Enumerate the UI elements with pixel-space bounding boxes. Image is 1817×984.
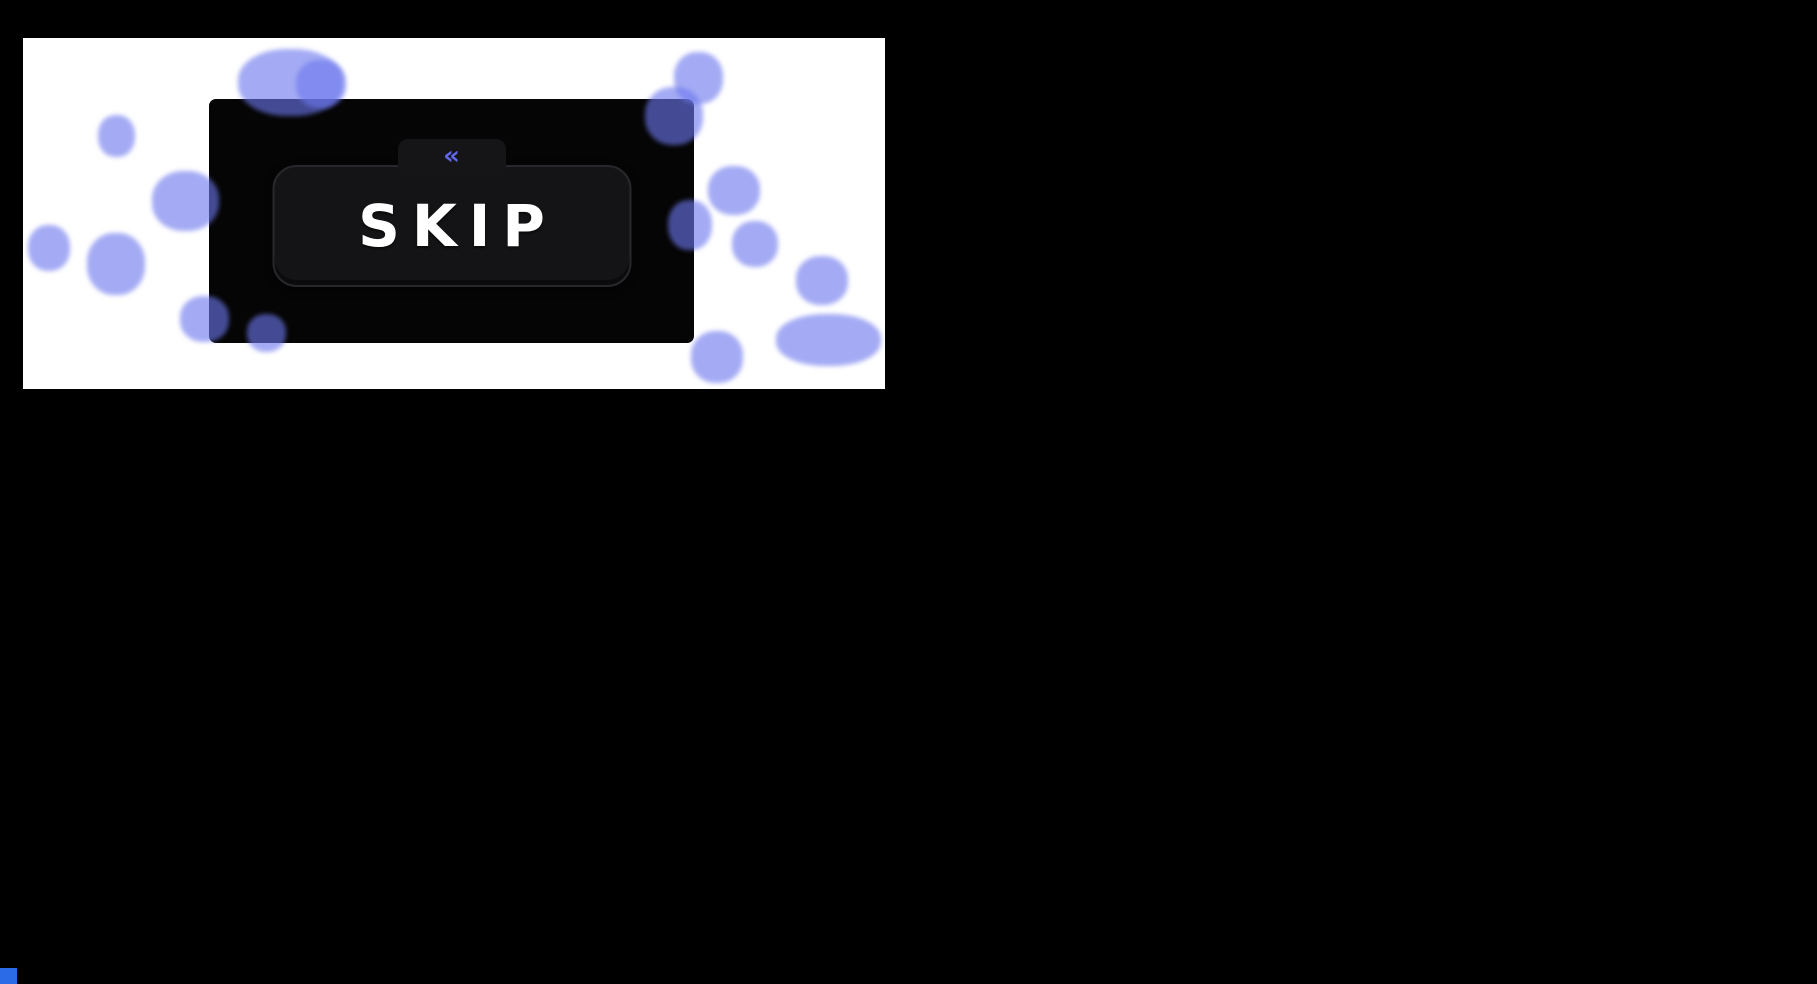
game-card: « SKIP <box>209 99 694 343</box>
skip-button[interactable]: SKIP <box>272 165 631 287</box>
game-viewport-panel: « SKIP <box>23 38 885 389</box>
skip-button-label: SKIP <box>358 192 557 260</box>
corner-mark <box>0 968 17 984</box>
collapse-tab-button[interactable]: « <box>397 139 506 177</box>
double-chevron-left-icon: « <box>443 141 460 171</box>
